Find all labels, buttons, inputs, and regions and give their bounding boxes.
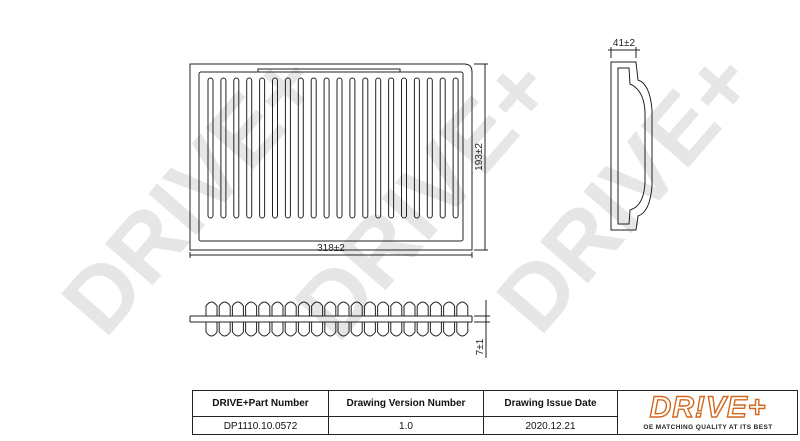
version-column: Drawing Version Number 1.0 [329, 391, 484, 434]
front-view [189, 63, 488, 258]
pleat-fold-top [218, 301, 231, 316]
pleat [297, 77, 304, 219]
pleat-fold-bottom [456, 322, 469, 337]
pleat-fold-top [324, 301, 337, 316]
filter-top-tab [257, 68, 401, 72]
pleat-fold-top [271, 301, 284, 316]
pleat [233, 77, 240, 219]
pleat [362, 77, 369, 219]
pleat [246, 77, 253, 219]
pleat-lines [207, 77, 459, 219]
pleat [349, 77, 356, 219]
pleat-folds [205, 301, 469, 337]
pleat [401, 77, 407, 219]
filter-outer-frame [189, 63, 473, 251]
title-block: DRIVE+Part Number DP1110.10.0572 Drawing… [192, 390, 798, 435]
pleat-fold-bottom [363, 322, 376, 337]
dimension-height-label: 193±2 [474, 143, 485, 171]
pleat [259, 77, 266, 219]
pleat [413, 77, 420, 219]
pleat-fold-top [377, 301, 390, 316]
pleat-fold-bottom [324, 322, 337, 337]
pleat-fold-bottom [390, 322, 403, 337]
pleat [388, 77, 395, 219]
part-number-column: DRIVE+Part Number DP1110.10.0572 [193, 391, 329, 434]
dimension-width-label: 318±2 [317, 243, 345, 254]
pleat-fold-bottom [429, 322, 442, 337]
logo-wordmark: DR!VE+ [649, 390, 767, 424]
pleat-fold-top [231, 301, 244, 316]
pleat [452, 77, 459, 219]
pleat-fold-bottom [245, 322, 258, 337]
part-number-header: DRIVE+Part Number [212, 398, 309, 409]
pleat [310, 77, 317, 219]
pleat [336, 77, 343, 219]
pleat-fold-top [337, 301, 350, 316]
pleat-fold-top [258, 301, 271, 316]
pleat-fold-top [443, 301, 456, 316]
section-view [189, 300, 490, 358]
dimension-side-label: 7±1 [475, 338, 486, 355]
pleat [426, 77, 433, 219]
logo-tagline: OE MATCHING QUALITY AT ITS BEST [643, 424, 773, 431]
pleat-fold-top [245, 301, 258, 316]
brand-logo: DR!VE+ OE MATCHING QUALITY AT ITS BEST [618, 390, 798, 435]
side-profile-inner [617, 67, 646, 225]
pleat-fold-top [429, 301, 442, 316]
pleat [207, 77, 214, 219]
pleat-fold-top [403, 301, 416, 316]
pleat-fold-top [205, 301, 218, 316]
pleat-fold-bottom [271, 322, 284, 337]
issue-date-header: Drawing Issue Date [504, 398, 597, 409]
part-number-value: DP1110.10.0572 [193, 416, 328, 436]
pleat-fold-bottom [443, 322, 456, 337]
side-view [608, 47, 653, 231]
pleat [323, 77, 330, 219]
pleat-fold-top [416, 301, 429, 316]
pleat-fold-top [311, 301, 324, 316]
pleat-fold-top [363, 301, 376, 316]
pleat-fold-bottom [231, 322, 244, 337]
side-profile-outer [610, 61, 653, 231]
pleat-fold-bottom [258, 322, 271, 337]
dimension-thickness-label: 41±2 [613, 38, 636, 49]
pleat-fold-bottom [377, 322, 390, 337]
issue-date-column: Drawing Issue Date 2020.12.21 [484, 391, 618, 434]
pleat-fold-top [456, 301, 469, 316]
pleat-fold-bottom [350, 322, 363, 337]
pleat-fold-bottom [205, 322, 218, 337]
pleat-fold-top [284, 301, 297, 316]
filter-inner-frame [198, 71, 464, 242]
pleat-fold-bottom [218, 322, 231, 337]
pleat [272, 77, 278, 219]
pleat-fold-top [390, 301, 403, 316]
pleat-fold-top [350, 301, 363, 316]
pleat-fold-bottom [337, 322, 350, 337]
pleat-fold-bottom [297, 322, 310, 337]
watermark-layer: DRIVE+ DRIVE+ DRIVE+ [43, 31, 775, 358]
pleat [375, 77, 382, 219]
pleat [284, 77, 291, 219]
pleat-fold-bottom [416, 322, 429, 337]
pleat [220, 77, 227, 219]
version-header: Drawing Version Number [346, 398, 466, 409]
pleat-fold-bottom [284, 322, 297, 337]
pleat [439, 77, 446, 219]
version-value: 1.0 [329, 416, 483, 436]
pleat-fold-bottom [311, 322, 324, 337]
pleat-fold-bottom [403, 322, 416, 337]
issue-date-value: 2020.12.21 [484, 416, 617, 436]
pleat-fold-top [297, 301, 310, 316]
